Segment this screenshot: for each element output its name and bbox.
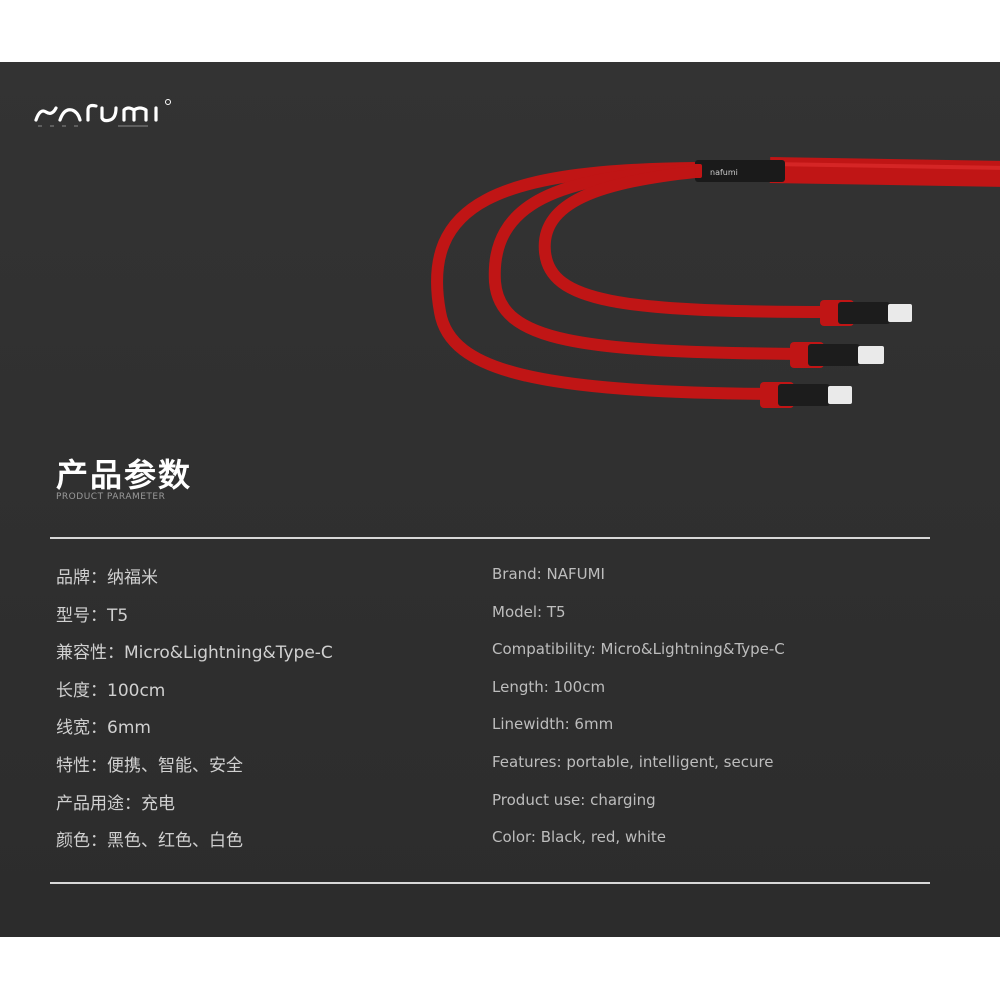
logo-icon (34, 99, 171, 127)
spec-list: 品牌：纳福米 Brand: NAFUMI 型号：T5 Model: T5 兼容性… (56, 559, 936, 860)
cable-product-image: nafumi (420, 142, 1000, 522)
nafumi-logo: nafumi (28, 80, 198, 130)
spec-row-compatibility: 兼容性：Micro&Lightning&Type-C Compatibility… (56, 634, 936, 672)
type-c-plug-icon (888, 304, 912, 322)
spec-row-linewidth: 线宽：6mm Linewidth: 6mm (56, 709, 936, 747)
spec-cn: 颜色：黑色、红色、白色 (56, 831, 243, 852)
top-divider (50, 537, 930, 539)
spec-cn: 品牌：纳福米 (56, 568, 158, 588)
micro-usb-plug-icon (828, 386, 852, 404)
spec-row-features: 特性：便携、智能、安全 Features: portable, intellig… (56, 747, 936, 785)
spec-cn: 长度：100cm (56, 680, 166, 701)
spec-cn: 特性：便携、智能、安全 (56, 755, 243, 776)
spec-row-model: 型号：T5 Model: T5 (56, 597, 936, 635)
svg-text:nafumi: nafumi (710, 168, 738, 177)
spec-en: Compatibility: Micro&Lightning&Type-C (492, 640, 785, 659)
spec-en: Color: Black, red, white (492, 828, 667, 847)
spec-cn: 产品用途：充电 (56, 793, 175, 814)
spec-cn: 线宽：6mm (56, 718, 151, 739)
lightning-plug-icon (858, 346, 884, 364)
spec-en: Brand: NAFUMI (492, 565, 605, 583)
spec-row-use: 产品用途：充电 Product use: charging (56, 785, 936, 823)
spec-en: Model: T5 (492, 602, 566, 621)
spec-en: Product use: charging (492, 790, 656, 809)
spec-row-brand: 品牌：纳福米 Brand: NAFUMI (56, 559, 936, 597)
spec-en: Linewidth: 6mm (492, 715, 614, 734)
spec-en: Features: portable, intelligent, secure (492, 752, 774, 771)
spec-row-length: 长度：100cm Length: 100cm (56, 672, 936, 710)
bottom-divider (50, 882, 930, 884)
spec-row-color: 颜色：黑色、红色、白色 Color: Black, red, white (56, 822, 936, 860)
spec-cn: 型号：T5 (56, 605, 129, 626)
section-title: 产品参数 (56, 456, 193, 494)
product-parameter-panel: nafumi (0, 62, 1000, 937)
spec-en: Length: 100cm (492, 677, 606, 696)
spec-cn: 兼容性：Micro&Lightning&Type-C (56, 643, 333, 664)
section-subtitle: PRODUCT PARAMETER (56, 492, 166, 502)
splitter-icon (695, 160, 785, 182)
